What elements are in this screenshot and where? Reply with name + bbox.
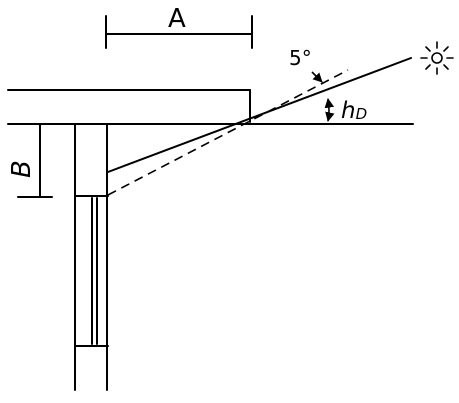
profile-angle-subscript: D bbox=[356, 105, 368, 123]
profile-angle-arc bbox=[324, 98, 335, 122]
profile-angle-label: hD bbox=[341, 98, 367, 124]
five-degree-label: 5° bbox=[289, 46, 312, 70]
cutoff-dashed-line bbox=[107, 69, 349, 196]
profile-angle-symbol: h bbox=[341, 98, 356, 124]
sun-icon bbox=[420, 41, 454, 75]
sun-ray-line bbox=[107, 57, 412, 173]
five-degree-pointer bbox=[311, 71, 323, 83]
dimension-a-label: A bbox=[168, 4, 186, 34]
dimension-b-label: B bbox=[7, 160, 37, 178]
